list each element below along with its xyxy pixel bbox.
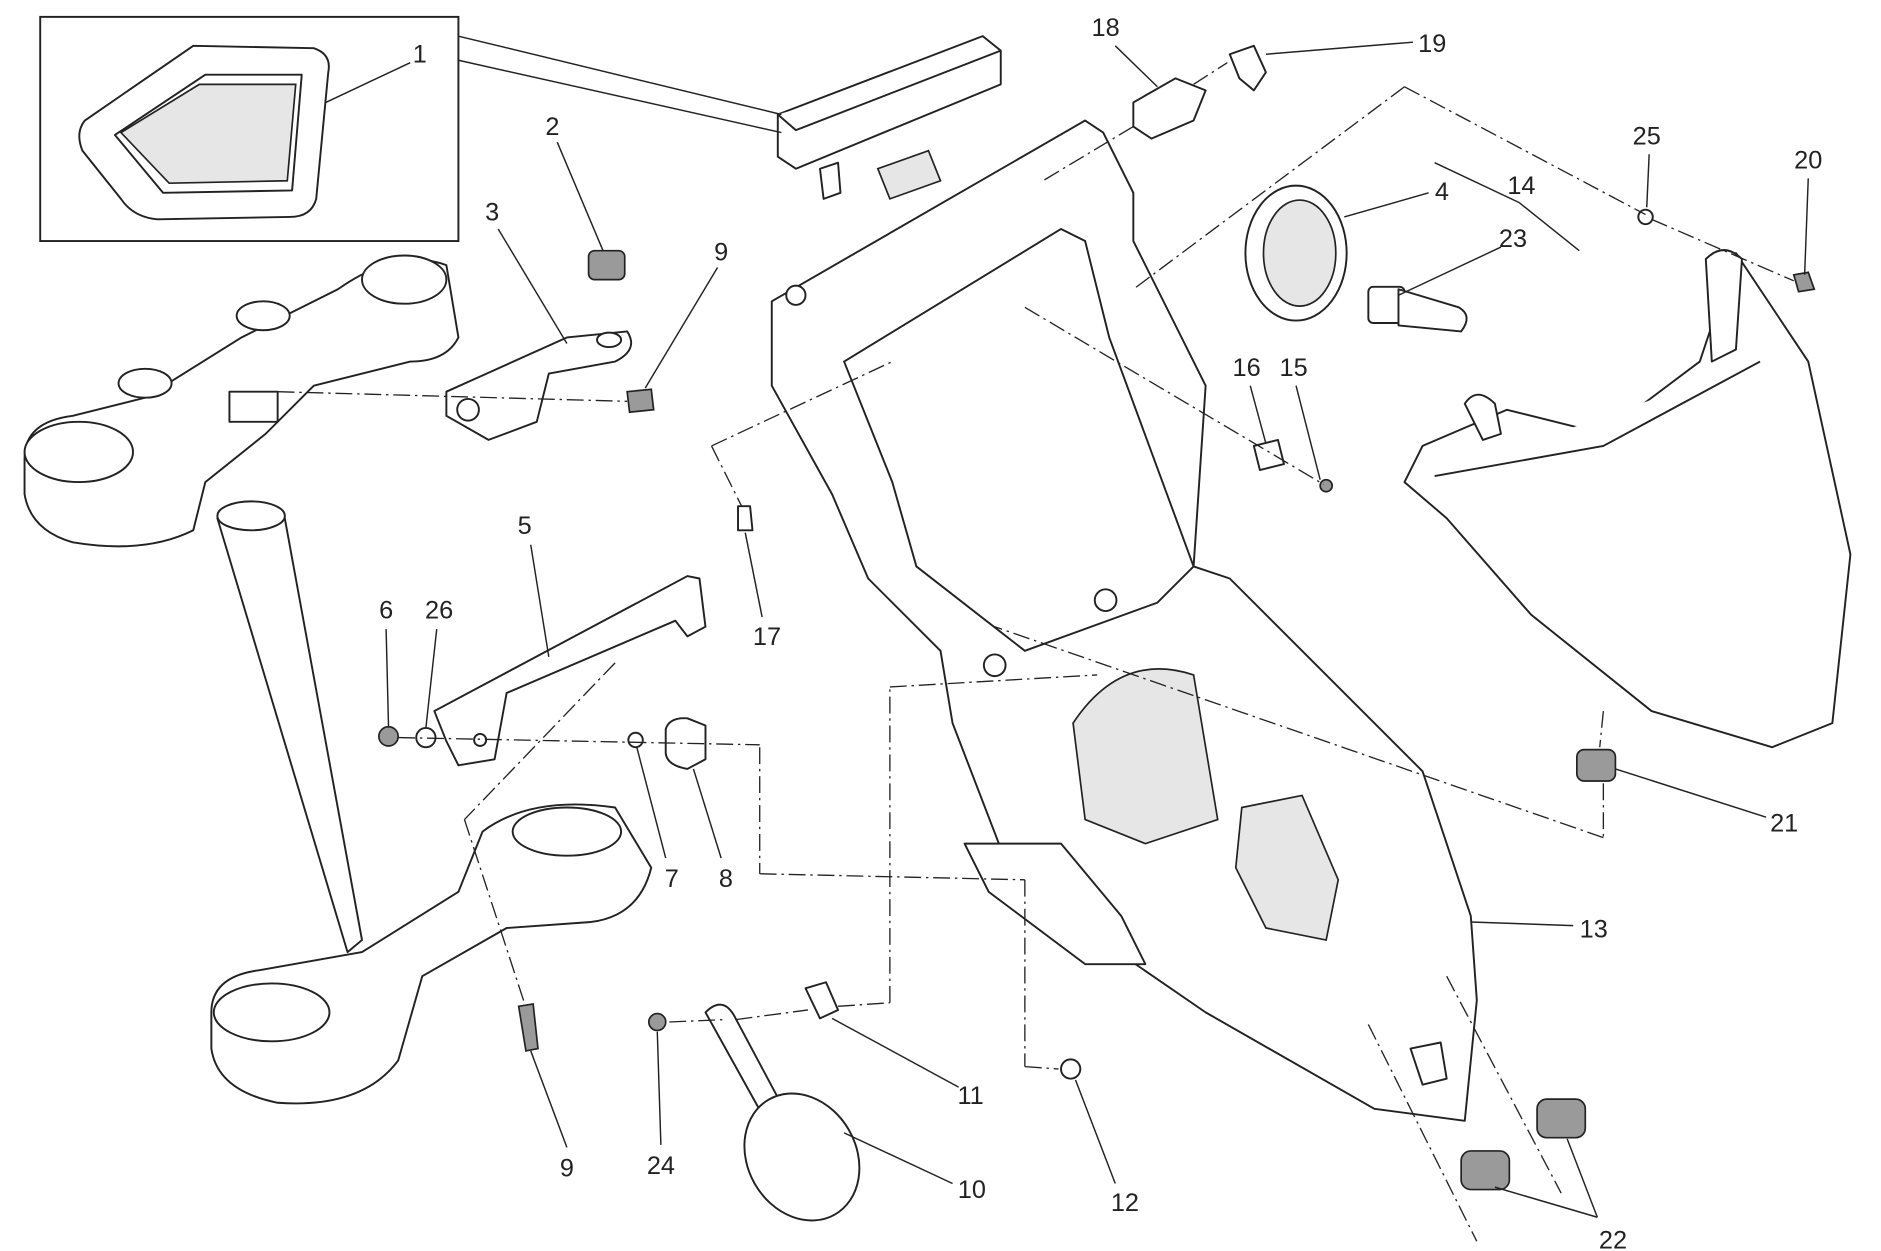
callout-16: 16 bbox=[1233, 354, 1261, 382]
bracket-3 bbox=[445, 330, 633, 441]
callout-10: 10 bbox=[958, 1176, 986, 1204]
headlight-assembly bbox=[1403, 249, 1852, 749]
callout-5: 5 bbox=[518, 512, 532, 540]
bulb-23 bbox=[1367, 285, 1468, 333]
clip-19 bbox=[1228, 44, 1267, 92]
bracket-5 bbox=[433, 575, 707, 767]
callout-13: 13 bbox=[1580, 916, 1608, 944]
nut-11 bbox=[804, 981, 840, 1020]
callout-7: 7 bbox=[665, 865, 679, 893]
washer-26 bbox=[415, 726, 437, 749]
callout-2: 2 bbox=[545, 113, 559, 141]
screw-9-lower bbox=[517, 1002, 539, 1052]
callout-22: 22 bbox=[1599, 1227, 1627, 1251]
callout-3: 3 bbox=[485, 199, 499, 227]
grommet-21 bbox=[1576, 748, 1617, 782]
callout-1: 1 bbox=[413, 41, 427, 69]
callout-9-lower: 9 bbox=[560, 1154, 574, 1182]
callouts: 1 2 3 9 18 19 25 20 4 14 23 16 15 5 6 26… bbox=[379, 14, 1822, 1251]
callout-8: 8 bbox=[719, 865, 733, 893]
grommet-18 bbox=[1132, 77, 1207, 140]
headlight-fairing bbox=[770, 119, 1478, 1122]
callout-12: 12 bbox=[1111, 1189, 1139, 1217]
callout-14: 14 bbox=[1507, 172, 1535, 200]
screw-17 bbox=[737, 505, 754, 532]
upper-triple-clamp bbox=[23, 254, 460, 548]
callout-26: 26 bbox=[425, 596, 453, 624]
leader-lines bbox=[325, 41, 1809, 1218]
callout-17: 17 bbox=[753, 623, 781, 651]
callout-25: 25 bbox=[1633, 123, 1661, 151]
washer-7 bbox=[627, 731, 644, 749]
screw-24 bbox=[647, 1012, 667, 1032]
callout-4: 4 bbox=[1435, 178, 1449, 206]
callout-21: 21 bbox=[1770, 810, 1798, 838]
callout-19: 19 bbox=[1418, 30, 1446, 58]
callout-23: 23 bbox=[1499, 225, 1527, 253]
steering-stem bbox=[216, 500, 363, 954]
grommet-2 bbox=[587, 249, 626, 281]
callout-6: 6 bbox=[379, 596, 393, 624]
screw-20 bbox=[1792, 271, 1816, 293]
pad-22-b bbox=[1536, 1098, 1587, 1139]
callout-15: 15 bbox=[1280, 354, 1308, 382]
instrument-panel-inset bbox=[39, 15, 460, 243]
callout-24: 24 bbox=[647, 1152, 675, 1180]
lower-triple-clamp bbox=[210, 803, 653, 1105]
instrument-panel bbox=[776, 35, 1002, 200]
screw-6 bbox=[378, 725, 400, 747]
screw-15 bbox=[1319, 478, 1334, 493]
damper-8 bbox=[664, 717, 707, 770]
callout-20: 20 bbox=[1794, 147, 1822, 175]
pad-22-a bbox=[1460, 1150, 1511, 1191]
clip-16 bbox=[1252, 438, 1285, 471]
callout-9-upper: 9 bbox=[714, 238, 728, 266]
callout-18: 18 bbox=[1092, 14, 1120, 42]
callout-11: 11 bbox=[957, 1082, 983, 1110]
nut-12 bbox=[1060, 1058, 1082, 1080]
horn-10 bbox=[704, 1003, 861, 1222]
screw-9-upper bbox=[626, 388, 655, 414]
